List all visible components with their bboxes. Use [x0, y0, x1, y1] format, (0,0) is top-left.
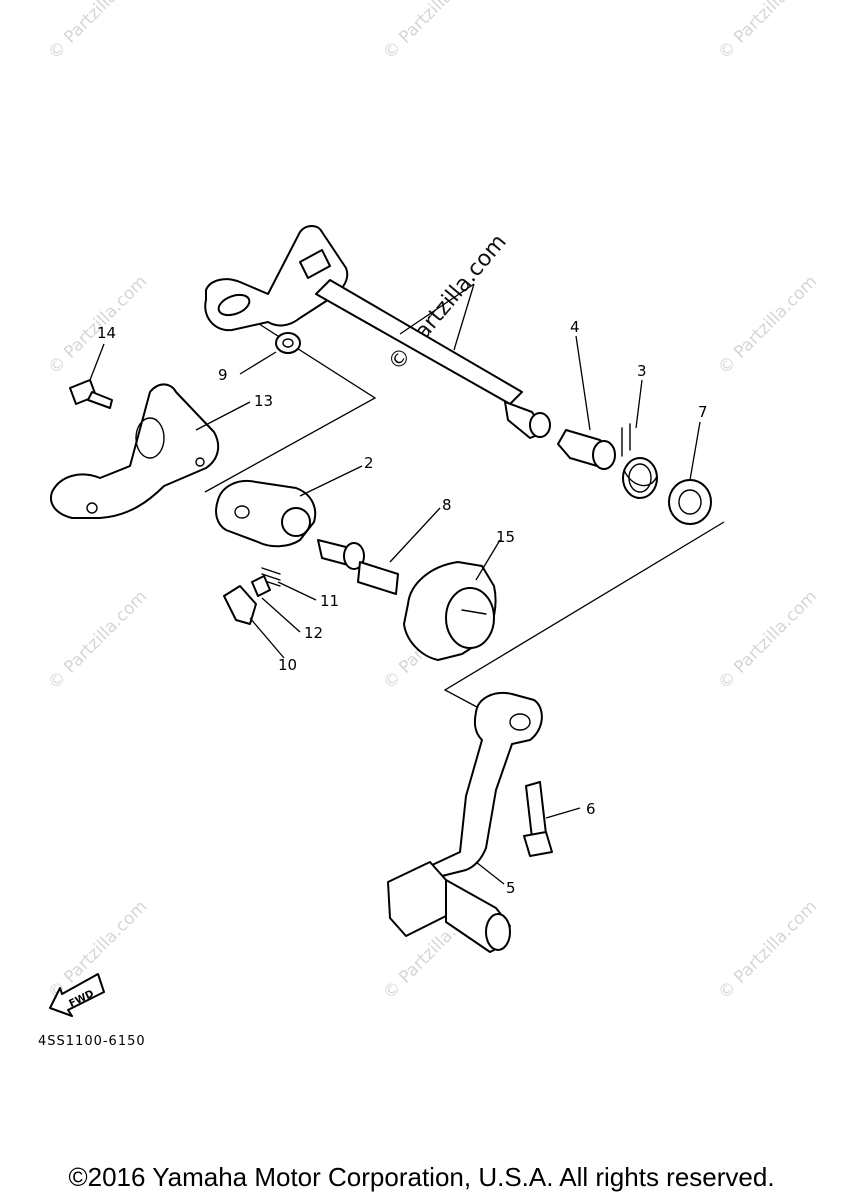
leader-line: [277, 581, 317, 601]
watermark: © Partzilla.com: [44, 0, 151, 64]
callout-13: 13: [254, 392, 273, 410]
callout-6: 6: [586, 800, 596, 818]
callout-15: 15: [496, 528, 515, 546]
callout-8: 8: [442, 496, 452, 514]
part-shift-pedal: [387, 692, 543, 953]
leader-line: [475, 861, 505, 885]
part-stopper-piece: [223, 585, 257, 625]
watermark: © Partzilla.com: [379, 0, 486, 64]
part-pin: [251, 575, 271, 597]
part-segment: [215, 480, 317, 548]
leader-line: [389, 507, 441, 563]
leader-line: [249, 617, 285, 659]
leader-line: [635, 379, 643, 429]
part-stopper-wheel: [403, 561, 497, 661]
part-stud-bolt: [317, 539, 399, 595]
callout-3: 3: [637, 362, 647, 380]
leader-line: [299, 465, 363, 497]
callout-7: 7: [698, 403, 708, 421]
copyright-notice: ©2016 Yamaha Motor Corporation, U.S.A. A…: [68, 1162, 775, 1192]
part-collar: [557, 429, 616, 470]
part-bolt-stopper: [69, 379, 113, 409]
part-oil-seal: [668, 479, 712, 525]
leader-line: [545, 807, 581, 819]
callout-4: 4: [570, 318, 580, 336]
callout-10: 10: [278, 656, 297, 674]
callout-2: 2: [364, 454, 374, 472]
leader-line: [575, 335, 591, 431]
callout-11: 11: [320, 592, 339, 610]
part-washer: [275, 332, 301, 354]
leader-line: [239, 351, 277, 375]
watermark: © Partzilla.com: [714, 0, 821, 64]
part-torsion-spring: [621, 423, 658, 499]
leader-line: [453, 283, 475, 351]
watermark: © Partzilla.com: [44, 587, 151, 694]
leader-line: [399, 283, 475, 335]
leader-lines: [89, 283, 701, 885]
leader-line: [689, 421, 701, 481]
callouts: 2 3 4 5 6 7 8 9 10 11 12 13 14 15: [97, 318, 708, 897]
part-pedal-bolt: [523, 781, 553, 857]
watermark: © Partzilla.com: [714, 897, 821, 1004]
leader-line: [89, 343, 105, 381]
callout-9: 9: [218, 366, 228, 384]
callout-12: 12: [304, 624, 323, 642]
part-stopper-lever: [50, 383, 220, 519]
part-shift-shaft: [204, 225, 551, 439]
leader-line: [195, 401, 251, 431]
leader-line: [261, 597, 301, 633]
drawing-code: 4SS1100-6150: [38, 1034, 146, 1049]
callout-5: 5: [506, 879, 516, 897]
callout-14: 14: [97, 324, 116, 342]
watermark: © Partzilla.com: [714, 272, 821, 379]
leader-line: [475, 539, 501, 581]
watermark: © Partzilla.com: [714, 587, 821, 694]
